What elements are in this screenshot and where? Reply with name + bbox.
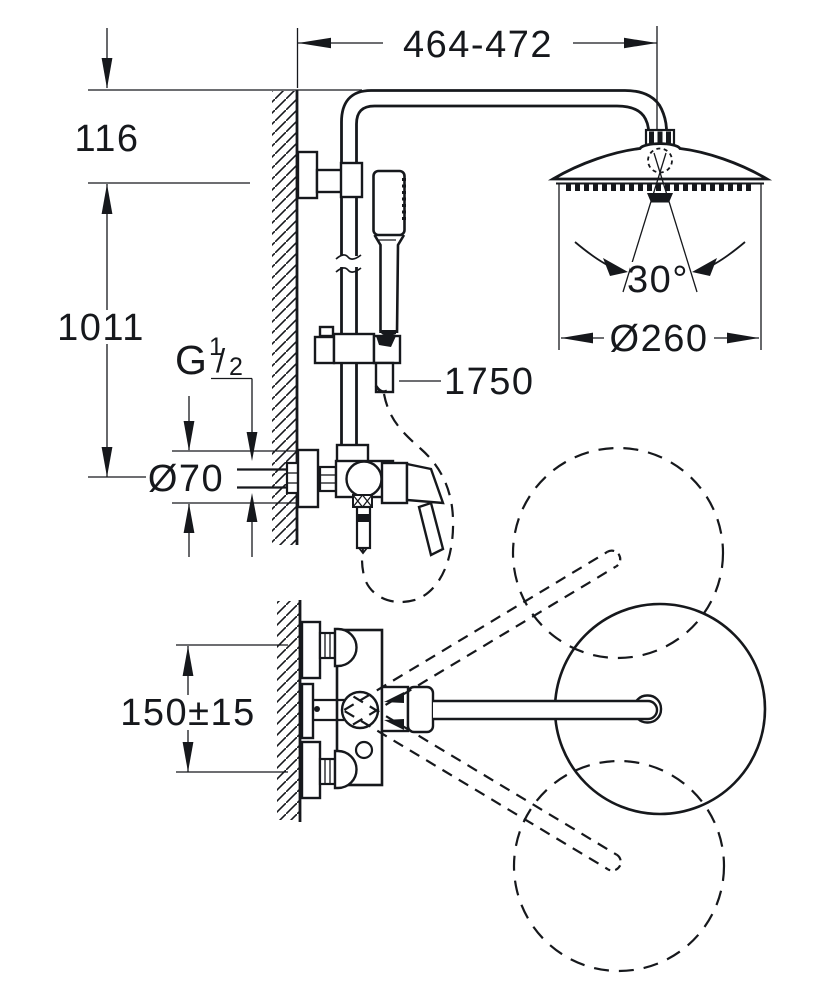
bottom-view-mixer — [300, 620, 435, 800]
hose-crimp — [379, 330, 396, 336]
wall-bracket — [296, 150, 364, 200]
mixer-valve — [237, 443, 445, 557]
flange-diameter-label: Ø70 — [148, 458, 224, 500]
head-diameter-label: Ø260 — [610, 318, 709, 360]
label-thread-size: G 1 / 2 — [175, 333, 243, 383]
dim-riser-height: 1011 — [56, 307, 147, 349]
hand-shower — [372, 169, 406, 336]
bath-spout — [433, 694, 663, 724]
spray-angle-label: 30° — [627, 259, 689, 301]
dimension-arrows — [101, 37, 759, 772]
spout-swivel-range — [511, 446, 726, 973]
thread-slash-label: / — [216, 342, 227, 379]
spout-swivel-down — [344, 695, 622, 872]
slider-bracket — [313, 325, 402, 394]
thread-sup-label: 1 — [209, 333, 223, 361]
shower-riser-and-arm — [335, 89, 668, 447]
dim-head-diameter: Ø260 — [604, 318, 714, 360]
dim-spray-angle: 30° — [627, 259, 689, 301]
thread-g-label: G — [175, 337, 208, 383]
escutcheon — [296, 448, 320, 509]
dim-flange-diameter: Ø70 — [146, 458, 227, 500]
wall-section-lower — [277, 600, 302, 822]
dimension-labels: 464-472 116 1011 G 1 / 2 Ø70 1750 30° Ø2… — [56, 24, 714, 734]
dim-inlet-spacing: 150±15 — [120, 692, 256, 734]
thread-sub-label: 2 — [229, 353, 243, 381]
riser-height-label: 1011 — [57, 307, 145, 349]
spout-swivel-up — [343, 549, 622, 726]
dim-wall-offset: 116 — [74, 118, 139, 160]
shower-hose — [360, 393, 455, 604]
inlet-spacing-label: 150±15 — [120, 692, 256, 734]
head-shower — [547, 128, 773, 293]
hose-length-label: 1750 — [444, 361, 535, 403]
mixer-lever — [417, 501, 445, 557]
wall-offset-label: 116 — [74, 118, 139, 160]
dim-hose-length: 1750 — [444, 361, 535, 403]
dim-width-range: 464-472 — [383, 24, 573, 66]
width-range-label: 464-472 — [403, 24, 553, 66]
